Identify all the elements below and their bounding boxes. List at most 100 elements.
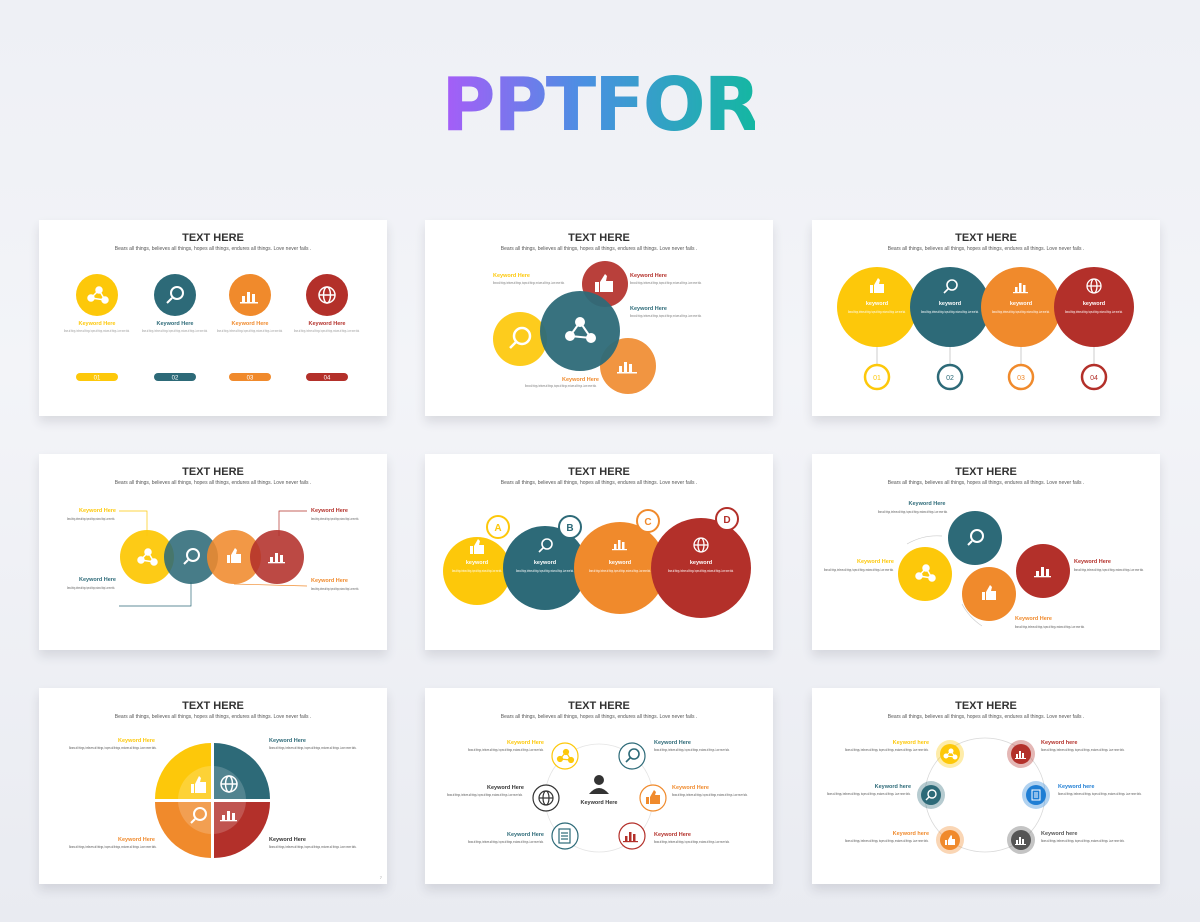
chart-icon <box>623 832 638 843</box>
center-label: Keyword Here <box>581 800 618 806</box>
body-text: Bears all things, believes all things, h… <box>1058 792 1142 796</box>
body-text: Bears all things, believes all things, h… <box>630 314 702 318</box>
chart-icon <box>1013 283 1028 294</box>
body-text: Bears all things, believes all things, h… <box>217 329 283 333</box>
keyword-label: Keyword Here <box>79 577 116 583</box>
thumbs-up-icon <box>470 539 484 554</box>
circle-yellow <box>76 274 118 316</box>
globe-icon <box>318 286 336 304</box>
body-text: Bears all things, believes all things, h… <box>447 793 523 797</box>
slide-subtitle: Bears all things, believes all things, h… <box>500 714 698 720</box>
keyword-label: Keyword Here <box>493 273 530 279</box>
number-label: 03 <box>1017 375 1025 382</box>
number-label: 03 <box>247 376 254 382</box>
number-label: 02 <box>946 375 954 382</box>
slide-title: TEXT HERE <box>955 700 1017 712</box>
body-text: Bears all things, believes all things, h… <box>1041 748 1125 752</box>
thumbs-up-icon <box>646 790 660 804</box>
slide-title: TEXT HERE <box>955 466 1017 478</box>
search-icon <box>538 538 553 553</box>
search-icon <box>925 789 937 801</box>
body-text: Bears all things, believes all things, h… <box>142 329 208 333</box>
globe-icon <box>693 537 709 553</box>
thumbs-up-icon <box>595 274 613 292</box>
molecule-icon <box>556 748 575 764</box>
keyword-label: Keyword Here <box>507 740 544 746</box>
keyword-label: keyword <box>1083 301 1105 307</box>
molecule-icon <box>87 286 109 304</box>
slide-subtitle: Bears all things, believes all things, h… <box>887 480 1085 486</box>
slide-3: TEXT HERE Bears all things, believes all… <box>812 220 1160 416</box>
search-icon <box>625 748 640 763</box>
chart-icon <box>240 292 258 304</box>
body-text: Bears all things, believes all things, h… <box>1074 568 1144 572</box>
body-text: Bears all things, believes all things, h… <box>516 569 574 573</box>
number-label: 04 <box>324 376 331 382</box>
keyword-label: Keyword Here <box>311 578 348 584</box>
thumbs-up-icon <box>870 278 884 293</box>
slide-subtitle: Bears all things, believes all things, h… <box>500 246 698 252</box>
search-icon <box>183 548 200 565</box>
body-text: Bears all things, believes all things, h… <box>630 281 702 285</box>
body-text: Bears all things, believes all things, h… <box>878 510 948 514</box>
search-icon <box>190 807 207 824</box>
molecule-icon <box>565 317 596 343</box>
slide-subtitle: Bears all things, believes all things, h… <box>114 480 312 486</box>
slide-title: TEXT HERE <box>568 232 630 244</box>
number-label: 01 <box>873 375 881 382</box>
body-text: Bears all things, believes all things, h… <box>67 517 115 521</box>
body-text: Bears all things, believes all things, h… <box>848 310 906 314</box>
slide-2-graphic: Keyword Here Bears all things, believes … <box>493 261 702 394</box>
keyword-label: Keyword Here <box>909 501 946 507</box>
keyword-label: Keyword Here <box>1015 616 1052 622</box>
molecule-icon <box>943 748 958 760</box>
body-text: Bears all things, believes all things, h… <box>1041 839 1125 843</box>
body-text: Bears all things, believes all things, h… <box>672 793 748 797</box>
body-text: Bears all things, believes all things, h… <box>269 845 357 849</box>
slide-4: TEXT HERE Bears all things, believes all… <box>39 454 387 650</box>
keyword-label: Keyword Here <box>507 832 544 838</box>
keyword-label: keyword <box>534 560 556 566</box>
circle-teal <box>154 274 196 316</box>
letter-label: C <box>644 517 651 528</box>
slide-subtitle: Bears all things, believes all things, h… <box>887 714 1085 720</box>
slide-subtitle: Bears all things, believes all things, h… <box>887 246 1085 252</box>
body-text: Bears all things, believes all things, h… <box>824 568 894 572</box>
slide-subtitle: Bears all things, believes all things, h… <box>114 714 312 720</box>
body-text: Bears all things, believes all things, h… <box>668 569 734 573</box>
keyword-label: Keyword Here <box>269 837 306 843</box>
body-text: Bears all things, believes all things, h… <box>1065 310 1123 314</box>
chart-icon <box>1034 567 1051 578</box>
thumbs-up-icon <box>227 548 241 563</box>
number-label: 04 <box>1090 375 1098 382</box>
search-icon <box>509 326 532 349</box>
body-text: Bears all things, believes all things, h… <box>654 748 730 752</box>
chart-icon <box>612 540 627 551</box>
body-text: Bears all things, believes all things, h… <box>67 586 115 590</box>
body-text: Bears all things, believes all things, h… <box>294 329 360 333</box>
body-text: Bears all things, believes all things, h… <box>269 746 357 750</box>
molecule-icon <box>915 564 936 582</box>
body-text: Bears all things, believes all things, h… <box>452 569 502 573</box>
number-label: 02 <box>172 376 179 382</box>
chart-icon <box>220 811 237 822</box>
keyword-label: Keyword here <box>1041 740 1077 746</box>
body-text: Bears all things, believes all things, h… <box>827 792 911 796</box>
slide-8-graphic: Keyword Here Keyword Here Bears all thin… <box>447 740 748 853</box>
chart-icon <box>1015 751 1026 759</box>
keyword-label: Keyword here <box>1041 831 1077 837</box>
thumbs-up-icon <box>982 585 996 600</box>
body-text: Bears all things, believes all things, h… <box>845 839 929 843</box>
keyword-label: Keyword Here <box>654 740 691 746</box>
letter-label: D <box>723 515 730 526</box>
molecule-icon <box>137 548 158 566</box>
body-text: Bears all things, believes all things, h… <box>525 384 597 388</box>
keyword-label: Keyword Here <box>232 321 269 327</box>
chart-icon <box>617 362 637 374</box>
slide-9: TEXT HERE Bears all things, believes all… <box>812 688 1160 884</box>
body-text: Bears all things, believes all things, h… <box>992 310 1050 314</box>
body-text: Bears all things, believes all things, h… <box>311 517 359 521</box>
body-text: Bears all things, believes all things, h… <box>493 281 565 285</box>
globe-icon <box>220 775 238 793</box>
thumbs-up-icon <box>191 776 206 793</box>
